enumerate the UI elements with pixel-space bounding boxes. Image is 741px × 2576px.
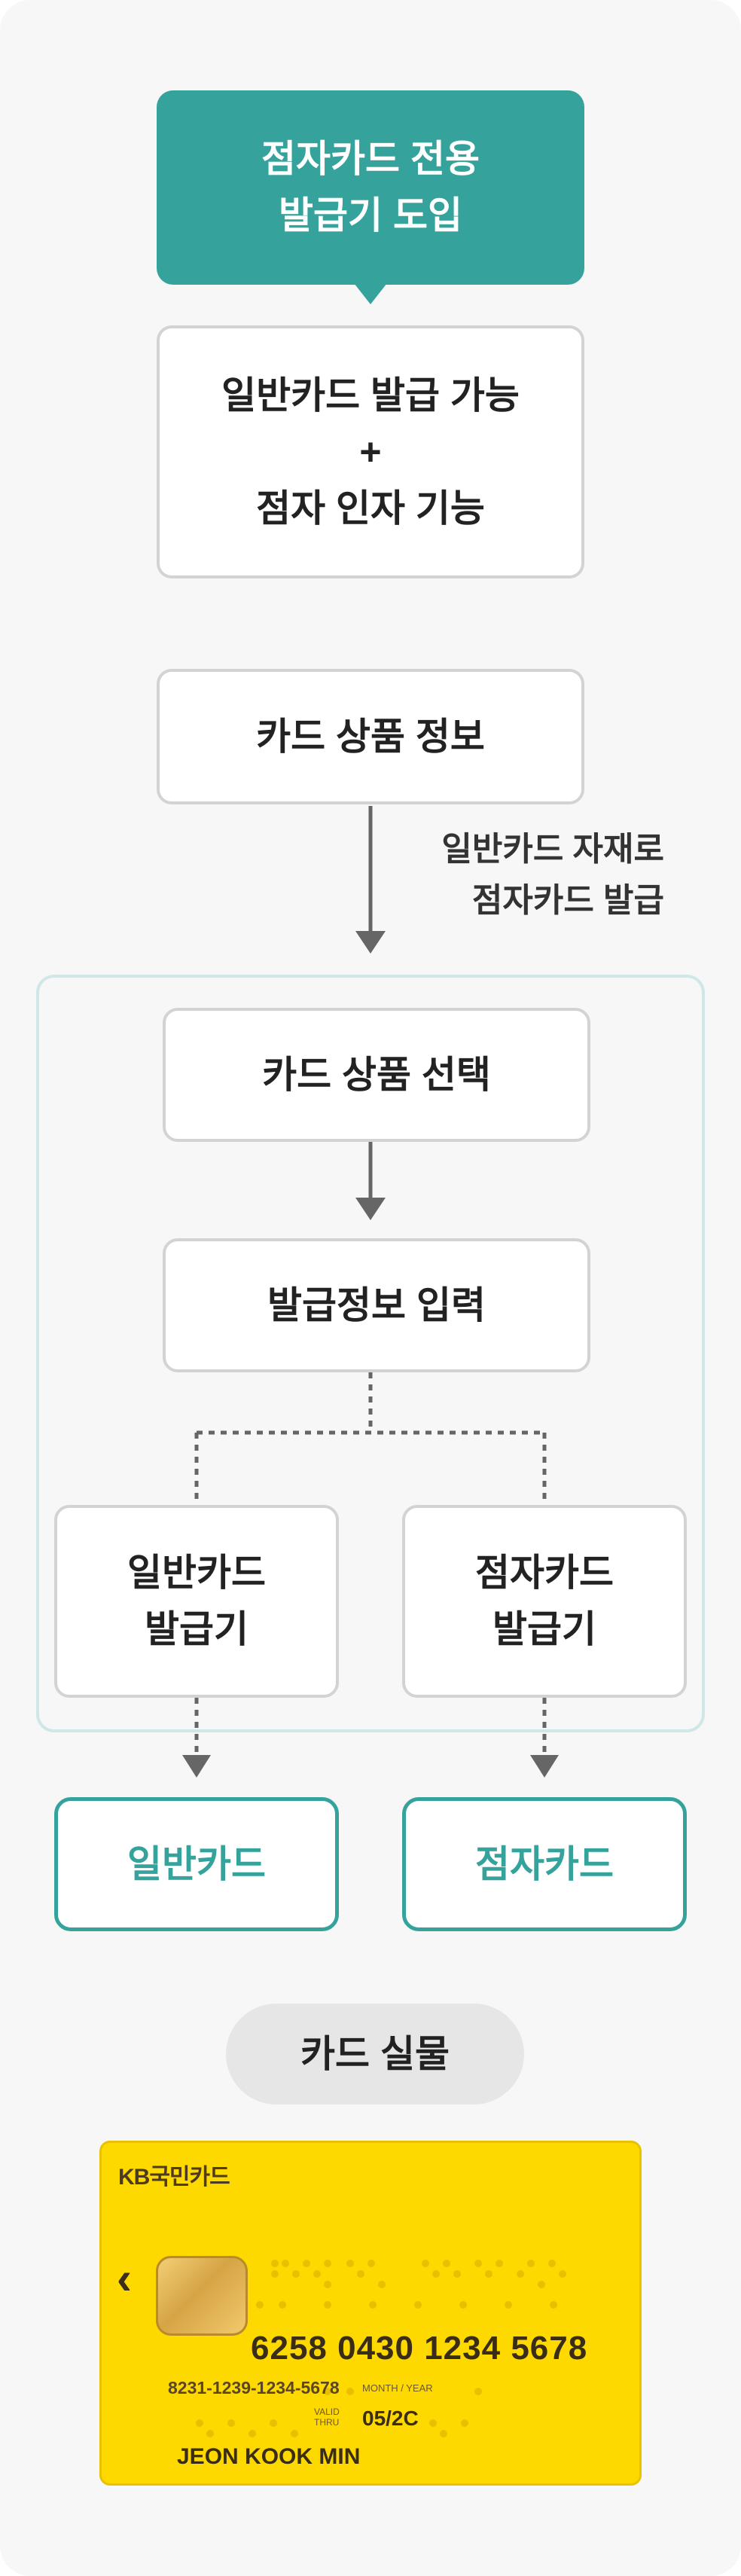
card-sub-number: 8231-1239-1234-5678 [168,2378,340,2397]
chip-icon [156,2256,248,2336]
card-sub-label: MONTH / YEAR [362,2382,433,2394]
general-card-text: 일반카드 [127,1842,266,1885]
select-product-box: 카드 상품 선택 [163,1008,590,1142]
product-info-text: 카드 상품 정보 [256,715,485,758]
capability-text: 일반카드 발급 가능 + 점자 인자 기능 [221,374,520,530]
arrowhead-general [182,1755,211,1778]
header-text: 점자카드 전용 발급기 도입 [261,138,480,237]
card-image: KB국민카드 ‹ 6258 0430 1234 5678 8231-1239-1… [99,2141,642,2486]
braille-card-output: 점자카드 [402,1797,687,1931]
arrowhead-info [355,931,386,954]
general-issuer-box: 일반카드 발급기 [54,1505,339,1698]
arrowhead-braille [530,1755,559,1778]
braille-issuer-text: 점자카드 발급기 [475,1552,614,1650]
actual-card-label: 카드 실물 [226,2004,524,2104]
braille-card-text: 점자카드 [475,1842,614,1885]
braille-issuer-header: 점자카드 전용 발급기 도입 [157,90,584,304]
card-expiry: 05/2C [362,2407,419,2430]
braille-issuer-box: 점자카드 발급기 [402,1505,687,1698]
dotted-branch [194,1372,547,1505]
actual-card-text: 카드 실물 [300,2032,450,2075]
card-brand-logo: KB국민카드 [118,2165,230,2190]
arrowhead-select [355,1198,386,1220]
enter-info-box: 발급정보 입력 [163,1238,590,1372]
chevron-left-icon: ‹ [117,2253,132,2303]
braille-dot-pattern [196,2260,566,2437]
general-card-output: 일반카드 [54,1797,339,1931]
braille-note: 일반카드 자재로 점자카드 발급 [441,831,664,920]
product-info-box: 카드 상품 정보 [157,669,584,804]
select-product-text: 카드 상품 선택 [262,1053,491,1096]
card-number: 6258 0430 1234 5678 [251,2330,588,2367]
valid-thru-label: VALID THRU [314,2407,340,2428]
enter-info-text: 발급정보 입력 [267,1283,486,1326]
general-issuer-text: 일반카드 발급기 [127,1552,266,1650]
braille-dots [196,2260,566,2437]
capability-box: 일반카드 발급 가능 + 점자 인자 기능 [157,325,584,578]
issuing-process-group [36,975,705,1732]
card-holder-name: JEON KOOK MIN [177,2444,361,2469]
